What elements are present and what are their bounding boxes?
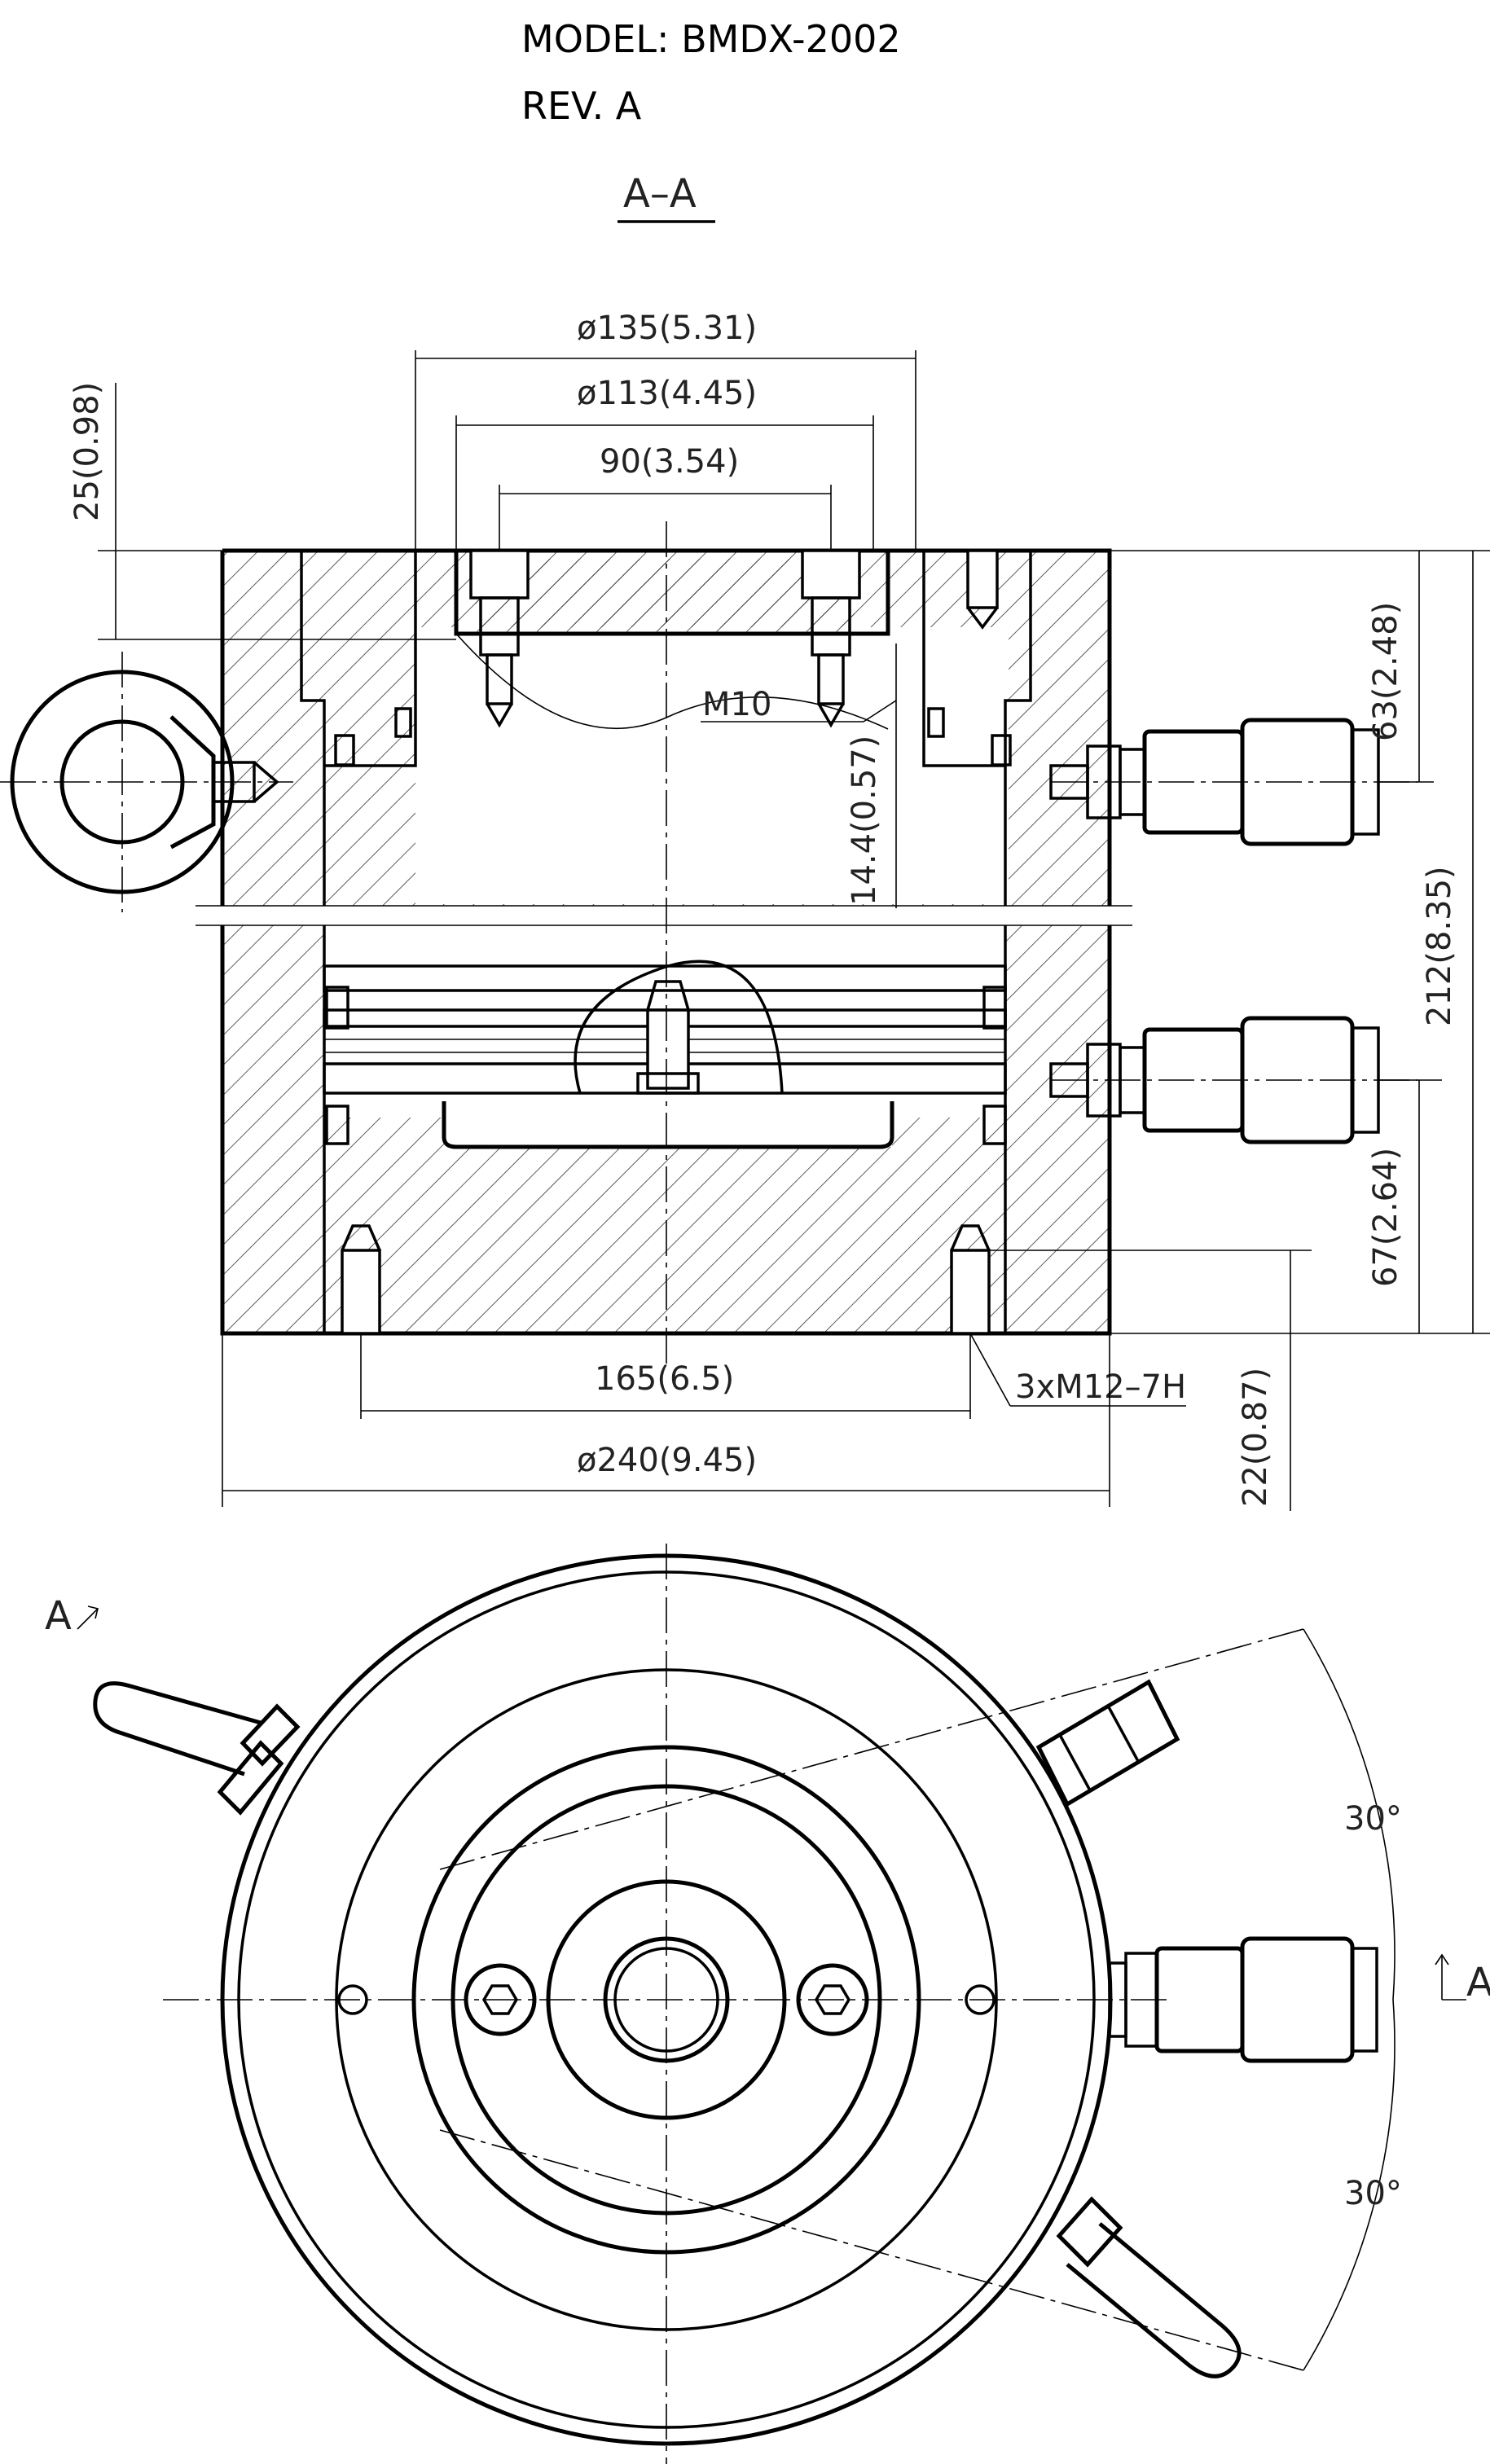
svg-text:ø113(4.45): ø113(4.45) xyxy=(577,375,757,412)
dimension-height-22: 22(0.87) xyxy=(989,1250,1312,1511)
coupler-top-upper xyxy=(1035,1679,1180,1807)
angle-arc-upper xyxy=(1303,1628,1396,2001)
revision-label: REV. A xyxy=(521,84,642,128)
inner-liner-left xyxy=(300,551,326,1333)
svg-text:63(2.48): 63(2.48) xyxy=(1367,602,1404,741)
svg-text:A: A xyxy=(45,1593,72,1639)
seal-rings xyxy=(325,707,1012,1145)
angle-label-upper: 30° xyxy=(1344,1800,1402,1838)
svg-text:3xM12–7H: 3xM12–7H xyxy=(1015,1368,1186,1406)
top-view: 30° 30° A A xyxy=(45,1544,1490,2464)
coupler-axis-lower xyxy=(439,2129,1304,2371)
dimension-height-212: 212(8.35) xyxy=(1110,551,1490,1334)
dimension-height-25: 25(0.98) xyxy=(68,382,456,640)
dimension-height-14-4: 14.4(0.57) xyxy=(846,643,897,908)
angle-label-lower: 30° xyxy=(1344,2175,1402,2212)
svg-text:212(8.35): 212(8.35) xyxy=(1421,866,1458,1026)
piston xyxy=(323,960,1007,1149)
coupler-axis-upper xyxy=(439,1628,1304,1870)
top-right-bleed-plug xyxy=(966,549,999,630)
thread-callout-m10: M10 xyxy=(701,686,897,723)
title-block: MODEL: BMDX-2002 REV. A xyxy=(521,17,901,128)
model-title: MODEL: BMDX-2002 xyxy=(521,17,901,61)
cut-marker-left: A xyxy=(45,1593,99,1639)
section-label: A–A xyxy=(623,171,697,217)
svg-text:25(0.98): 25(0.98) xyxy=(68,382,106,521)
break-band xyxy=(196,906,1132,925)
coupler-top-right xyxy=(1108,1936,1378,2063)
cap-bolt-left xyxy=(469,549,530,728)
svg-text:165(6.5): 165(6.5) xyxy=(595,1360,734,1398)
piston-recess xyxy=(444,1101,892,1147)
cut-marker-right: A xyxy=(1435,1953,1490,2005)
handle-lower-right xyxy=(1056,2196,1242,2378)
dimension-dia-135: ø135(5.31) xyxy=(415,310,916,551)
svg-text:22(0.87): 22(0.87) xyxy=(1237,1368,1274,1507)
svg-text:ø240(9.45): ø240(9.45) xyxy=(577,1442,757,1479)
dimension-dia-113: ø113(4.45) xyxy=(455,375,874,551)
dimension-height-67: 67(2.64) xyxy=(1367,1079,1442,1333)
svg-text:A: A xyxy=(1466,1960,1490,2005)
handle-upper-left xyxy=(93,1681,301,1816)
svg-text:67(2.64): 67(2.64) xyxy=(1367,1148,1404,1287)
svg-text:14.4(0.57): 14.4(0.57) xyxy=(846,736,883,906)
cap-breakout xyxy=(455,633,889,730)
top-cap xyxy=(454,548,890,636)
angle-arc-lower xyxy=(1303,1999,1396,2371)
dimension-dia-240: ø240(9.45) xyxy=(222,1333,1110,1507)
dimension-bolt-circle-165: 165(6.5) xyxy=(360,1333,971,1419)
svg-text:90(3.54): 90(3.54) xyxy=(600,443,739,481)
section-view-a-a: A–A xyxy=(0,171,1490,1511)
dimension-width-90: 90(3.54) xyxy=(499,443,832,551)
thread-callout-m12: 3xM12–7H xyxy=(969,1333,1186,1407)
svg-text:M10: M10 xyxy=(702,686,771,723)
cap-hatch xyxy=(475,559,855,632)
svg-text:ø135(5.31): ø135(5.31) xyxy=(577,310,757,347)
dimension-height-63: 63(2.48) xyxy=(1110,550,1490,783)
upper-bore xyxy=(415,627,1009,904)
lifting-eye xyxy=(0,652,293,912)
